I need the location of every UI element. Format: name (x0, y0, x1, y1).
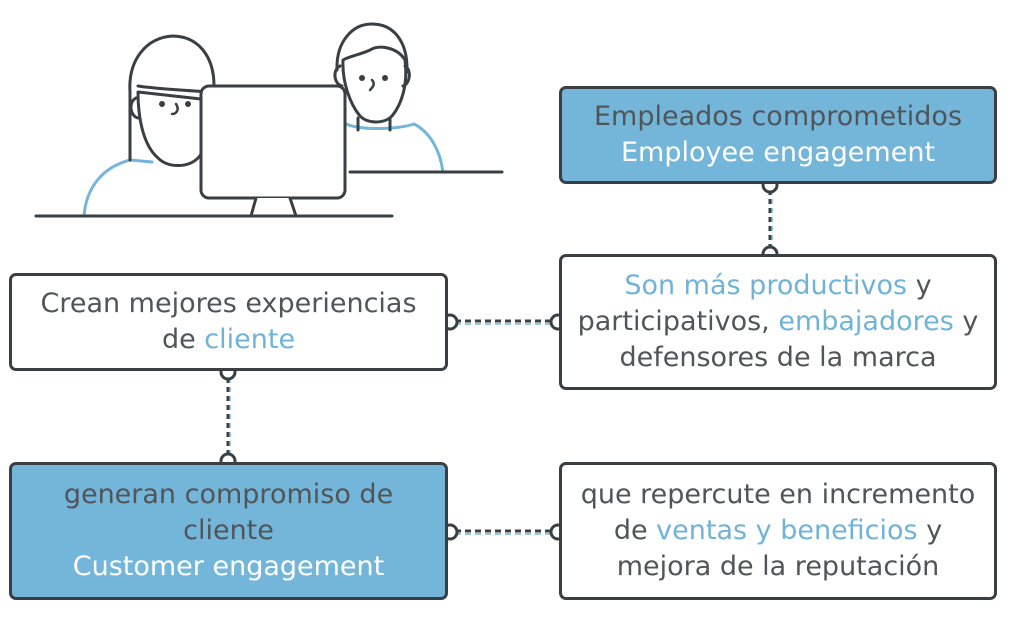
customer-line-1: generan compromiso de (63, 479, 394, 510)
employee-english-label: Employee engagement (620, 137, 936, 168)
experience-line-1: Crean mejores experiencias (40, 288, 417, 319)
experience-line-2: de cliente (162, 322, 295, 358)
connector-employee-productive (761, 176, 779, 263)
employee-engagement-box: Empleados comprometidos Employee engagem… (559, 86, 997, 184)
employee-spanish-label: Empleados comprometidos (593, 101, 963, 132)
connector-experience-customer (219, 363, 237, 470)
people-at-computer-illustration (34, 22, 504, 218)
sales-line-2: de ventas y beneficios y (614, 513, 942, 549)
customer-engagement-box: generan compromiso de cliente Customer e… (9, 462, 448, 600)
customer-experience-box: Crean mejores experiencias de cliente (9, 273, 448, 371)
productive-text-2: participativos, (577, 306, 779, 337)
sales-line-1: que repercute en incremento (580, 479, 976, 510)
productive-highlight: Son más productivos (624, 270, 908, 301)
productive-line-2: participativos, embajadores y (578, 304, 979, 340)
sales-line-3: mejora de la reputación (616, 551, 940, 582)
sales-highlight: ventas y beneficios (656, 515, 918, 546)
connector-productive-experience (441, 313, 567, 331)
client-highlight: cliente (204, 324, 296, 355)
sales-benefits-box: que repercute en incremento de ventas y … (559, 462, 997, 600)
sales-text-2: de (613, 515, 657, 546)
sales-text-3: y (917, 515, 943, 546)
experience-text-2: de (161, 324, 205, 355)
back-person (333, 22, 504, 174)
front-person (82, 34, 216, 218)
productive-line-3: defensores de la marca (619, 342, 937, 373)
productive-box: Son más productivos y participativos, em… (559, 254, 997, 390)
customer-line-2: cliente (183, 515, 274, 546)
productive-text-3: y (953, 306, 979, 337)
ambassadors-highlight: embajadores (778, 306, 954, 337)
customer-english-label: Customer engagement (72, 551, 385, 582)
connector-customer-sales (441, 523, 567, 541)
productive-line-1: Son más productivos y (624, 268, 931, 304)
productive-text-1: y (907, 270, 932, 301)
